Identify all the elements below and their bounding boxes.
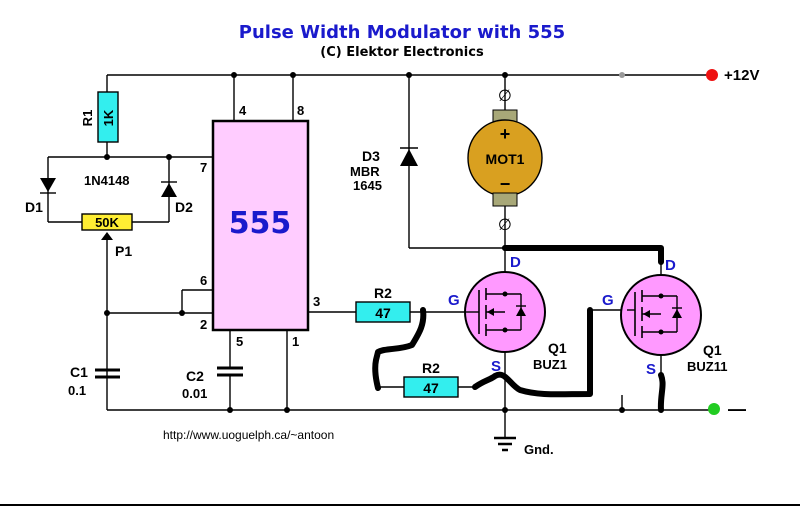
q1-left-drain-label: D: [510, 254, 521, 271]
r2-lower-label: R2: [422, 360, 440, 376]
positive-terminal: [706, 69, 718, 81]
negative-terminal: [708, 403, 720, 415]
q1-right-gate-label: G: [602, 292, 614, 309]
diode-d3: [400, 75, 505, 249]
pin-1-label: 1: [292, 334, 299, 349]
diagram-title: Pulse Width Modulator with 555: [239, 22, 565, 43]
r1-label: R1: [80, 110, 95, 127]
resistor-r2-lower: [378, 376, 475, 398]
p1-label: P1: [115, 243, 132, 259]
r2-lower-value: 47: [423, 380, 439, 396]
ground-symbol: [494, 410, 516, 452]
motor-plus: +: [500, 124, 511, 144]
p1-value: 50K: [95, 215, 119, 230]
svg-text:∅: ∅: [498, 215, 512, 234]
diode-type-label: 1N4148: [84, 173, 130, 188]
motor-label: MOT1: [486, 151, 525, 167]
resistor-r1: 1K R1: [80, 75, 119, 157]
pin-2-label: 2: [200, 317, 207, 332]
motor: ∅ ∅: [467, 75, 543, 251]
pin-3-label: 3: [313, 294, 320, 309]
q1-right-label: Q1: [703, 342, 722, 358]
d3-part-number: 1645: [353, 178, 382, 193]
positive-supply-label: +12V: [724, 67, 759, 84]
d2-label: D2: [175, 199, 193, 215]
c1-label: C1: [70, 364, 88, 380]
q1-left-label: Q1: [548, 340, 567, 356]
svg-text:∅: ∅: [498, 86, 512, 105]
pin-6-label: 6: [200, 273, 207, 288]
capacitor-c2: [217, 330, 243, 413]
chip-555: 555: [211, 75, 310, 332]
c2-label: C2: [186, 368, 204, 384]
pin-7-label: 7: [200, 160, 207, 175]
pin-8-label: 8: [297, 103, 304, 118]
diode-network: [40, 154, 213, 410]
q1-right-part: BUZ11: [687, 359, 727, 374]
hand-drawn-wires: [372, 245, 666, 413]
r2-upper-value: 47: [375, 305, 391, 321]
c1-value: 0.1: [68, 383, 86, 398]
q1-right-drain-label: D: [665, 257, 676, 274]
r1-value: 1K: [101, 109, 116, 126]
r2-upper-label: R2: [374, 285, 392, 301]
d1-label: D1: [25, 199, 43, 215]
negative-rail: [107, 395, 720, 415]
c2-value: 0.01: [182, 386, 207, 401]
mosfet-q1-right: [590, 262, 702, 375]
d3-part: MBR: [350, 164, 380, 179]
resistor-r2-upper: [308, 301, 466, 323]
motor-minus: −: [500, 174, 511, 194]
diagram-subtitle: (C) Elektor Electronics: [320, 45, 484, 60]
d3-label: D3: [362, 148, 380, 164]
negative-supply-label: —: [728, 399, 746, 419]
trigger-wiring: [104, 289, 213, 316]
capacitor-c1: [95, 368, 120, 379]
mosfet-q1-left: [464, 248, 546, 410]
chip-label: 555: [229, 206, 292, 241]
pin-4-label: 4: [239, 103, 247, 118]
source-url: http://www.uoguelph.ca/~antoon: [163, 428, 334, 442]
q1-right-source-label: S: [646, 361, 656, 378]
q1-left-part: BUZ1: [533, 357, 567, 372]
ground-label: Gnd.: [524, 442, 554, 457]
q1-left-source-label: S: [491, 358, 501, 375]
pin-5-label: 5: [236, 334, 243, 349]
q1-left-gate-label: G: [448, 292, 460, 309]
positive-rail: [107, 69, 718, 81]
